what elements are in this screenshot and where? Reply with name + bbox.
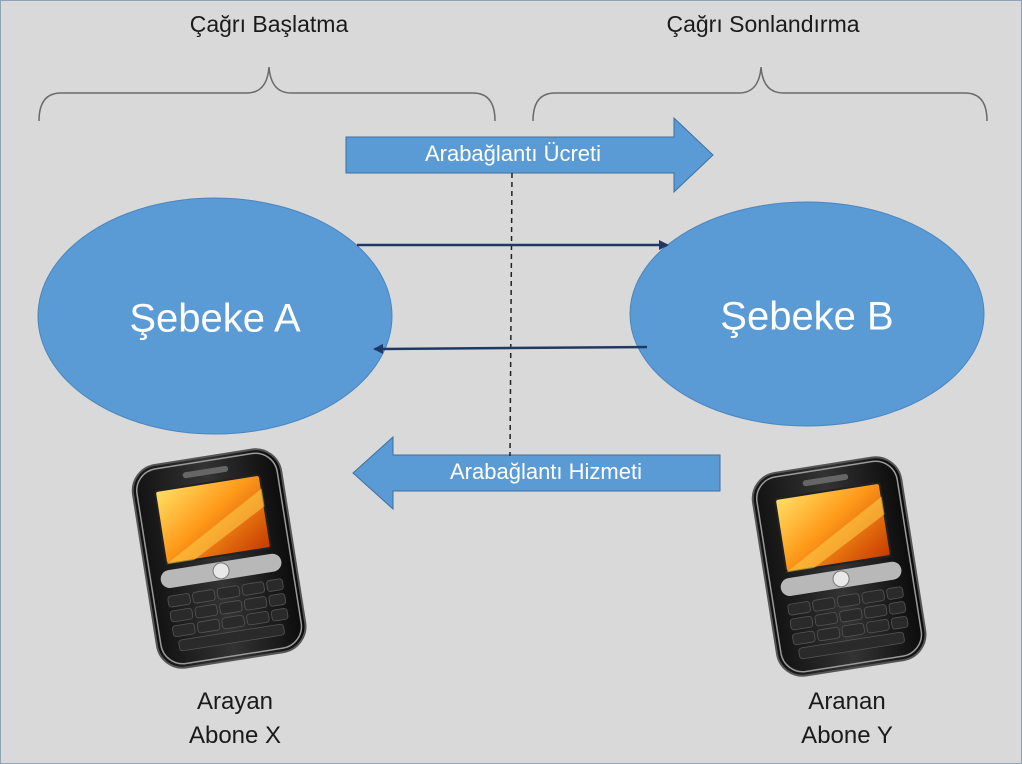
- link-b-to-a: [373, 343, 648, 354]
- caller-role-text: Arayan: [196, 688, 274, 715]
- callee-role-text: Aranan: [808, 688, 886, 715]
- interconnection-service-arrow: [352, 435, 721, 511]
- caller-subscriber-label: Arayan Abone X: [189, 685, 281, 753]
- network-b-node: [629, 201, 985, 427]
- call-origination-label: Çağrı Başlatma: [189, 11, 349, 37]
- left-brace: [38, 66, 496, 122]
- interconnection-service-label: Arabağlantı Hizmeti: [450, 459, 642, 484]
- right-brace: [532, 66, 988, 122]
- network-b-label: Şebeke B: [720, 294, 894, 339]
- callee-smartphone-icon: [751, 456, 927, 677]
- network-border-line: [509, 172, 513, 457]
- network-a-node: [37, 197, 393, 435]
- network-a-label: Şebeke A: [129, 296, 301, 341]
- caller-id-text: Abone X: [188, 722, 282, 749]
- interconnection-fee-arrow: [345, 116, 714, 194]
- call-termination-label: Çağrı Sonlandırma: [666, 11, 860, 37]
- interconnection-fee-label: Arabağlantı Ücreti: [424, 141, 602, 166]
- callee-subscriber-label: Aranan Abone Y: [801, 685, 893, 753]
- callee-id-text: Abone Y: [801, 722, 893, 749]
- caller-smartphone-icon: [131, 448, 307, 669]
